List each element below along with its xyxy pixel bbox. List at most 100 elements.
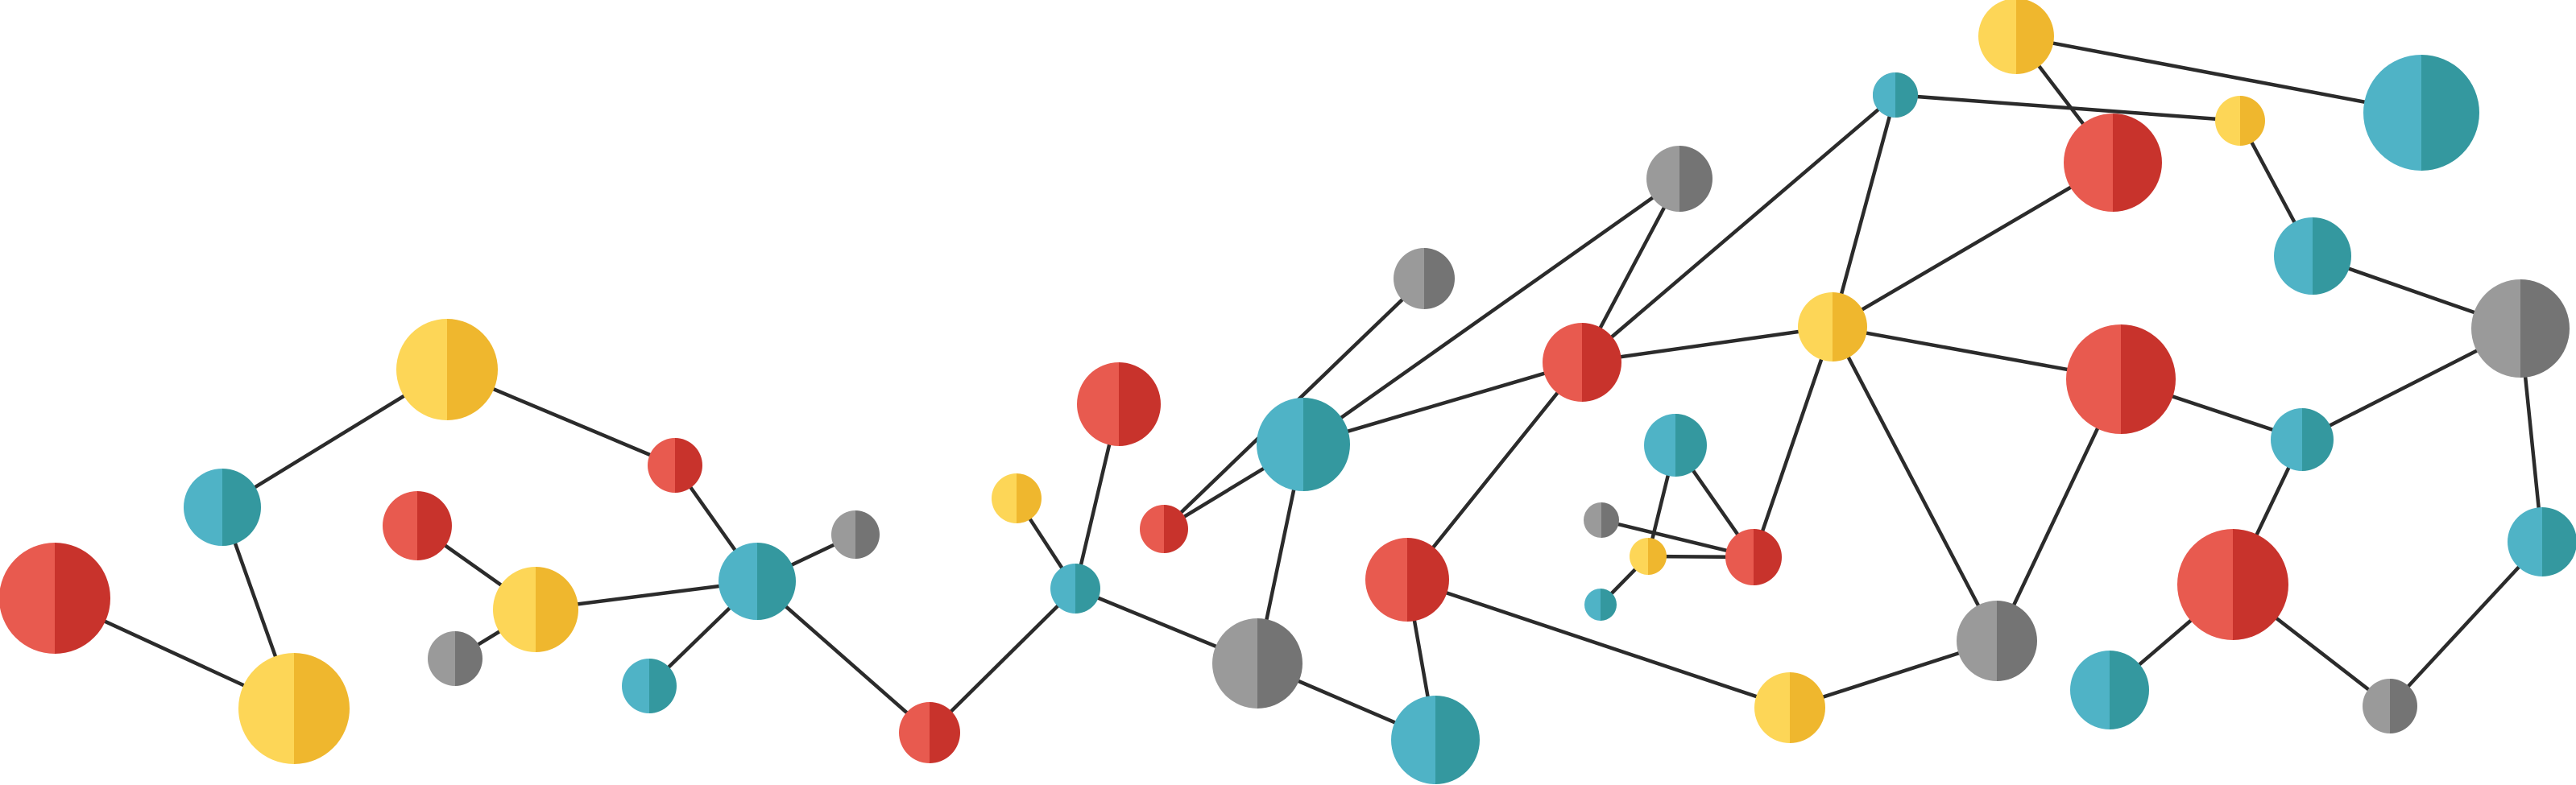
node-red-n22 bbox=[1543, 323, 1621, 402]
node-light-half bbox=[383, 491, 417, 560]
node-light-half bbox=[1978, 0, 2016, 74]
node-light-half bbox=[493, 567, 536, 652]
node-light-half bbox=[2508, 507, 2542, 576]
node-dark-half bbox=[1790, 672, 1825, 743]
node-teal-n40 bbox=[2274, 217, 2351, 295]
node-red-n16 bbox=[1140, 505, 1188, 553]
node-dark-half bbox=[222, 469, 261, 546]
node-dark-half bbox=[675, 438, 702, 493]
node-dark-half bbox=[1601, 589, 1617, 621]
node-red-n29 bbox=[1725, 529, 1782, 585]
node-gray-n41 bbox=[2471, 279, 2570, 378]
node-dark-half bbox=[1303, 398, 1350, 491]
node-teal-n20 bbox=[1391, 696, 1480, 784]
node-light-half bbox=[648, 438, 675, 493]
edge-n24-n26 bbox=[1830, 93, 1898, 329]
node-light-half bbox=[0, 543, 55, 654]
edge-n39-n37 bbox=[1893, 93, 2243, 123]
node-gray-n27 bbox=[1584, 502, 1619, 538]
node-light-half bbox=[428, 631, 455, 686]
node-light-half bbox=[1798, 292, 1833, 362]
node-light-half bbox=[396, 319, 447, 420]
node-dark-half bbox=[1601, 502, 1619, 538]
node-dark-half bbox=[455, 631, 482, 686]
node-yellow-n30 bbox=[1630, 538, 1667, 575]
node-light-half bbox=[238, 653, 294, 764]
node-light-half bbox=[1391, 696, 1435, 784]
node-dark-half bbox=[2302, 408, 2334, 471]
node-dark-half bbox=[447, 319, 498, 420]
node-red-n5 bbox=[383, 491, 452, 560]
node-yellow-n36 bbox=[1978, 0, 2054, 74]
node-teal-n28 bbox=[1644, 414, 1707, 477]
node-light-half bbox=[1050, 564, 1075, 614]
node-teal-n18 bbox=[1257, 398, 1350, 491]
node-light-half bbox=[1630, 538, 1648, 575]
node-light-half bbox=[2064, 114, 2113, 212]
node-red-n33 bbox=[2064, 114, 2162, 212]
node-dark-half bbox=[1648, 538, 1667, 575]
node-dark-half bbox=[2016, 0, 2054, 74]
node-red-n8 bbox=[648, 438, 702, 493]
node-light-half bbox=[1644, 414, 1675, 477]
node-light-half bbox=[2070, 651, 2110, 729]
edge-n23-n32 bbox=[1405, 577, 1792, 710]
node-red-n34 bbox=[2066, 324, 2176, 434]
node-dark-half bbox=[2520, 279, 2570, 378]
node-light-half bbox=[2363, 679, 2390, 733]
node-light-half bbox=[1725, 529, 1754, 585]
node-teal-n31 bbox=[1584, 589, 1617, 621]
node-dark-half bbox=[2110, 651, 2149, 729]
node-red-n12 bbox=[899, 702, 960, 763]
node-teal-n42 bbox=[2363, 55, 2479, 171]
node-dark-half bbox=[649, 659, 677, 713]
node-light-half bbox=[1584, 589, 1601, 621]
node-dark-half bbox=[855, 510, 880, 559]
node-dark-half bbox=[2390, 679, 2417, 733]
node-dark-half bbox=[2233, 529, 2288, 640]
node-dark-half bbox=[1424, 248, 1455, 309]
node-yellow-n13 bbox=[992, 473, 1042, 523]
edge-n18-n21 bbox=[1301, 176, 1682, 447]
node-light-half bbox=[1646, 146, 1679, 212]
node-light-half bbox=[184, 469, 222, 546]
node-dark-half bbox=[1435, 696, 1480, 784]
node-teal-n44 bbox=[2070, 651, 2149, 729]
node-light-half bbox=[1543, 323, 1582, 402]
edge-n22-n23 bbox=[1405, 360, 1584, 582]
node-teal-n2 bbox=[184, 469, 261, 546]
node-yellow-n3 bbox=[396, 319, 498, 420]
node-gray-n45 bbox=[2363, 679, 2417, 733]
node-red-n14 bbox=[1077, 362, 1161, 446]
node-dark-half bbox=[1164, 505, 1188, 553]
node-dark-half bbox=[1119, 362, 1161, 446]
node-light-half bbox=[831, 510, 855, 559]
edge-n26-n29 bbox=[1751, 324, 1835, 560]
node-dark-half bbox=[1833, 292, 1867, 362]
edge-n22-n26 bbox=[1580, 324, 1835, 365]
node-dark-half bbox=[930, 702, 960, 763]
node-light-half bbox=[2215, 96, 2240, 146]
node-red-n43 bbox=[2177, 529, 2288, 640]
node-gray-n21 bbox=[1646, 146, 1713, 212]
node-dark-half bbox=[1679, 146, 1713, 212]
node-dark-half bbox=[55, 543, 110, 654]
node-light-half bbox=[1212, 618, 1257, 709]
node-dark-half bbox=[1075, 564, 1100, 614]
node-dark-half bbox=[1997, 601, 2037, 681]
node-light-half bbox=[1394, 248, 1424, 309]
node-light-half bbox=[1873, 72, 1895, 118]
node-dark-half bbox=[2113, 114, 2162, 212]
node-light-half bbox=[2274, 217, 2313, 295]
edge-n22-n24 bbox=[1580, 93, 1898, 365]
node-red-n23 bbox=[1365, 538, 1449, 622]
node-red-n1 bbox=[0, 543, 110, 654]
node-yellow-n4 bbox=[238, 653, 350, 764]
node-dark-half bbox=[294, 653, 350, 764]
edge-n12-n15 bbox=[927, 586, 1078, 735]
node-gray-n35 bbox=[1957, 601, 2037, 681]
node-teal-n11 bbox=[622, 659, 677, 713]
node-light-half bbox=[1257, 398, 1303, 491]
